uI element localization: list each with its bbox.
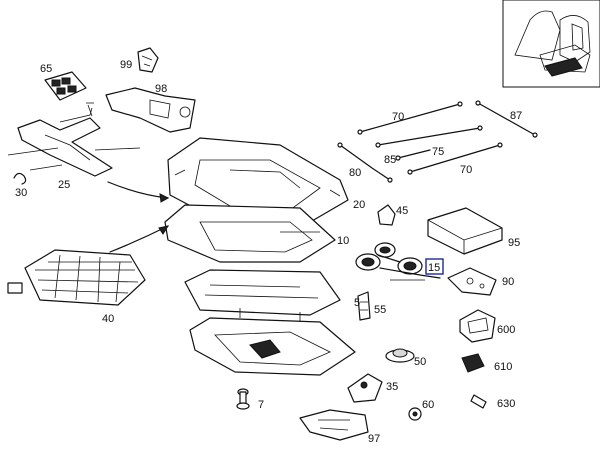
label-35: 35 bbox=[386, 381, 398, 393]
assembly-arrows bbox=[107, 181, 170, 253]
label-600: 600 bbox=[497, 324, 515, 336]
part-600-housing bbox=[459, 309, 496, 343]
part-98-bracket bbox=[86, 87, 196, 133]
label-610: 610 bbox=[494, 361, 512, 373]
part-90-bracket bbox=[447, 267, 497, 296]
part-50-grommet bbox=[385, 348, 415, 363]
part-55-clip bbox=[357, 291, 371, 321]
part-95-pad bbox=[427, 207, 503, 255]
part-15-highlight-box bbox=[425, 258, 444, 275]
part-60-fastener bbox=[408, 407, 422, 421]
part-97-bracket bbox=[299, 409, 369, 441]
label-80: 80 bbox=[349, 167, 361, 179]
label-60: 60 bbox=[422, 399, 434, 411]
label-50: 50 bbox=[414, 356, 426, 368]
part-30-clip bbox=[13, 172, 27, 185]
part-65-switch bbox=[44, 71, 87, 101]
label-7: 7 bbox=[258, 399, 264, 411]
label-98: 98 bbox=[155, 83, 167, 95]
part-10-foam-cushion bbox=[164, 204, 336, 263]
label-15: 15 bbox=[428, 262, 440, 274]
part-40-spring-mat bbox=[7, 249, 146, 306]
label-10: 10 bbox=[337, 235, 349, 247]
label-25: 25 bbox=[58, 179, 70, 191]
part-5-seat-frame bbox=[184, 269, 356, 376]
label-70-bottom: 70 bbox=[460, 164, 472, 176]
label-55: 55 bbox=[374, 304, 386, 316]
label-85: 85 bbox=[384, 154, 396, 166]
part-630-pin bbox=[470, 394, 487, 409]
label-40: 40 bbox=[102, 313, 114, 325]
label-45: 45 bbox=[396, 205, 408, 217]
label-95: 95 bbox=[508, 237, 520, 249]
part-25-side-trim bbox=[7, 107, 141, 177]
part-15-heater-unit bbox=[355, 242, 441, 281]
part-35-bracket bbox=[347, 373, 383, 403]
part-7-bolt bbox=[236, 388, 250, 410]
part-99-clip bbox=[137, 47, 159, 73]
label-30: 30 bbox=[15, 187, 27, 199]
part-610-connector bbox=[461, 353, 485, 373]
label-65: 65 bbox=[40, 63, 52, 75]
label-97: 97 bbox=[368, 433, 380, 445]
label-87: 87 bbox=[510, 110, 522, 122]
label-5: 5 bbox=[354, 297, 360, 309]
label-90: 90 bbox=[502, 276, 514, 288]
label-99: 99 bbox=[120, 59, 132, 71]
label-20: 20 bbox=[353, 199, 365, 211]
seat-overview-inset bbox=[502, 0, 600, 88]
cable-set bbox=[337, 100, 538, 183]
label-70-top: 70 bbox=[392, 111, 404, 123]
label-75: 75 bbox=[432, 146, 444, 158]
part-labels: 99 65 98 25 30 70 87 75 85 80 70 20 45 1… bbox=[15, 59, 522, 445]
part-45-clip bbox=[377, 204, 396, 226]
label-630: 630 bbox=[497, 398, 515, 410]
